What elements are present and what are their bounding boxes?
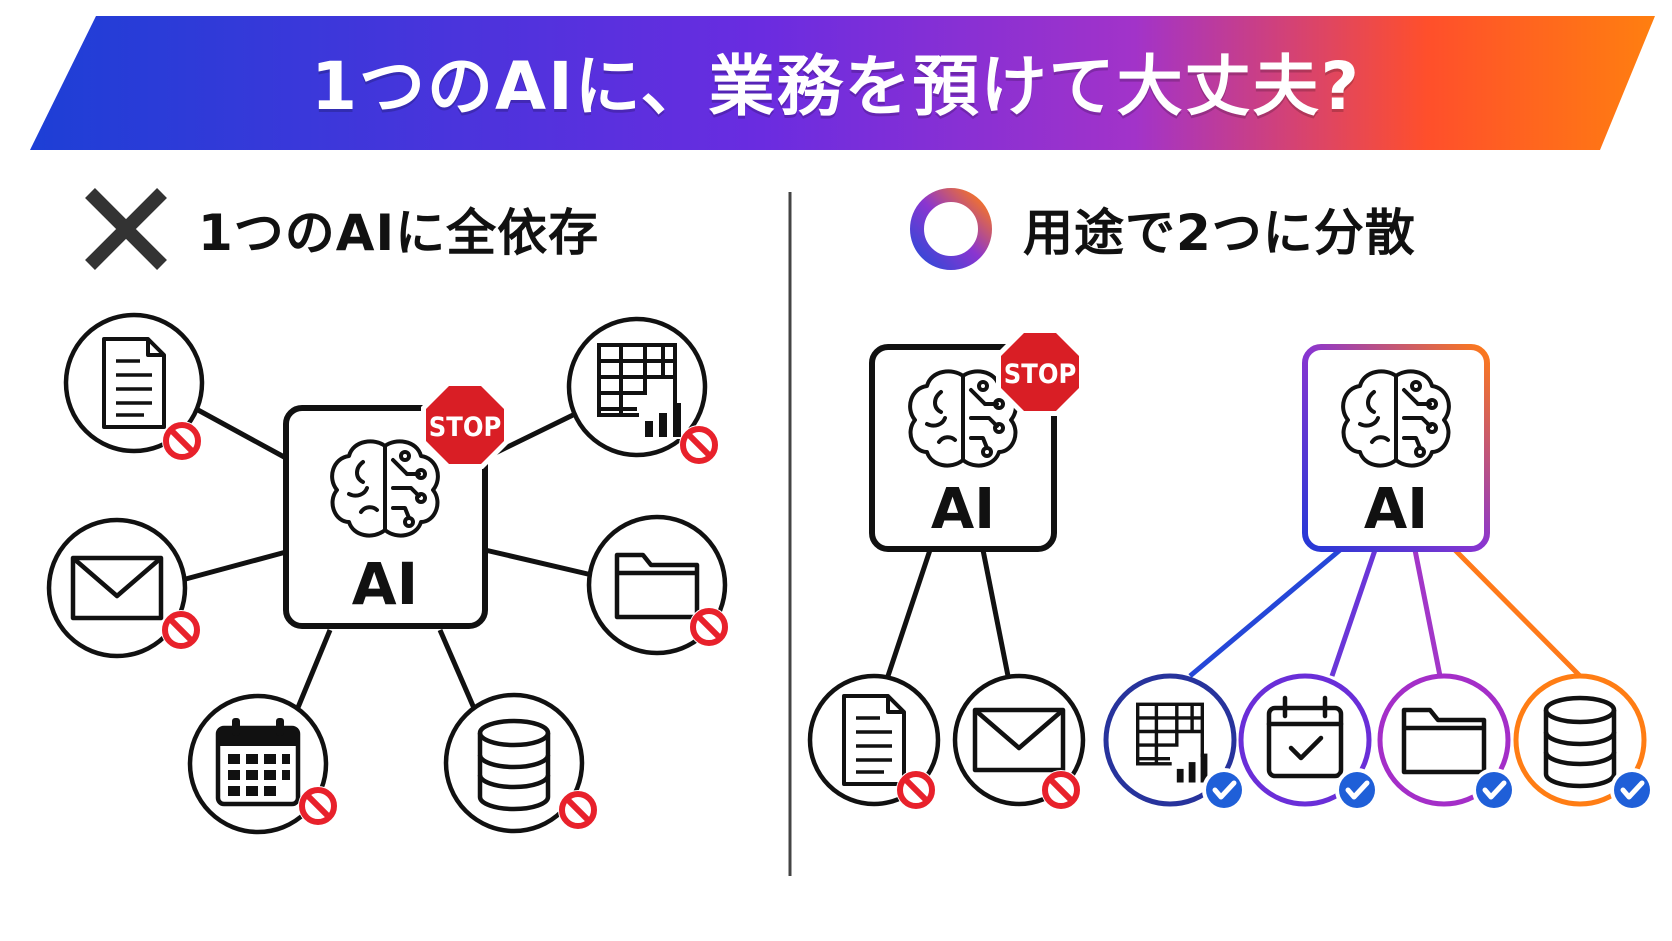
active-child-spreadsheet bbox=[1103, 673, 1246, 812]
cross-icon bbox=[85, 188, 167, 270]
blocked-icon bbox=[558, 790, 598, 830]
left-ai-label: AI bbox=[352, 550, 418, 618]
left-heading: 1つのAIに全依存 bbox=[80, 186, 599, 272]
spoke-mail bbox=[46, 517, 201, 659]
blocked-icon bbox=[298, 786, 338, 826]
right-heading: 用途で2つに分散 bbox=[905, 186, 1416, 272]
title-banner bbox=[30, 16, 1655, 150]
stopped-ai-box: AI STOP bbox=[869, 328, 1084, 552]
left-ai-hub: AI STOP bbox=[283, 381, 509, 629]
spoke-database bbox=[443, 692, 598, 834]
active-child-calendar bbox=[1238, 673, 1379, 812]
spoke-document bbox=[63, 312, 202, 461]
folder-icon bbox=[617, 555, 697, 617]
document-icon bbox=[102, 337, 166, 429]
calendar-check-icon bbox=[1269, 698, 1341, 776]
stop-label: STOP bbox=[429, 412, 502, 443]
blocked-icon bbox=[679, 425, 719, 465]
blocked-icon bbox=[161, 610, 201, 650]
spoke-spreadsheet bbox=[566, 316, 719, 465]
circle-ok-icon bbox=[910, 188, 992, 270]
check-badge-icon bbox=[1335, 768, 1379, 812]
left-heading-text: 1つのAIに全依存 bbox=[198, 204, 600, 262]
active-child-database bbox=[1513, 673, 1654, 812]
spoke-folder bbox=[586, 514, 729, 656]
stop-label: STOP bbox=[1004, 359, 1077, 390]
spoke-calendar bbox=[187, 693, 338, 835]
folder-icon bbox=[1404, 710, 1484, 772]
page-title: 1つのAIに、業務を預けて大丈夫? bbox=[311, 48, 1361, 125]
stop-sign-icon: STOP bbox=[996, 328, 1084, 416]
mail-icon bbox=[73, 558, 161, 618]
document-icon bbox=[842, 694, 906, 786]
right-stopped-connectors bbox=[885, 549, 1011, 677]
blocked-icon bbox=[896, 770, 936, 810]
check-badge-icon bbox=[1610, 768, 1654, 812]
blocked-icon bbox=[689, 607, 729, 647]
check-badge-icon bbox=[1472, 768, 1516, 812]
right-heading-text: 用途で2つに分散 bbox=[1023, 204, 1416, 262]
blocked-icon bbox=[162, 421, 202, 461]
stop-sign-icon: STOP bbox=[421, 381, 509, 469]
stopped-ai-label: AI bbox=[931, 477, 995, 542]
mail-icon bbox=[975, 710, 1063, 770]
stopped-child-mail bbox=[952, 673, 1086, 810]
active-connectors bbox=[1188, 548, 1582, 678]
active-child-folder bbox=[1377, 673, 1516, 812]
active-ai-box: AI bbox=[1302, 344, 1490, 552]
check-badge-icon bbox=[1202, 768, 1246, 812]
stopped-child-document bbox=[807, 673, 941, 810]
active-ai-label: AI bbox=[1364, 477, 1428, 542]
blocked-icon bbox=[1041, 770, 1081, 810]
calendar-icon bbox=[218, 718, 298, 804]
